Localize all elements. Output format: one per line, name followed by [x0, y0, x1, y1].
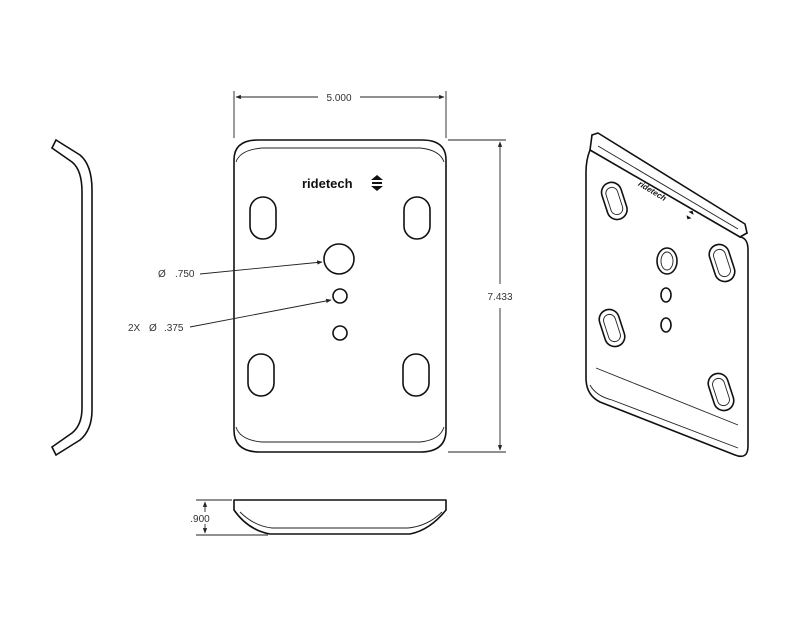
large-hole-diameter-label: .750 — [175, 269, 195, 280]
large-hole-callout: Ø .750 — [158, 260, 323, 280]
iso-slot-bottom-left — [598, 308, 626, 348]
small-hole-upper — [332, 288, 348, 304]
iso-slot-bottom-right — [707, 372, 735, 412]
slot-bottom-left — [247, 353, 275, 397]
small-holes-callout: 2X Ø .375 — [128, 298, 332, 334]
thickness-label: .900 — [190, 514, 210, 525]
large-hole-diameter-symbol: Ø — [158, 269, 166, 280]
brand-logo: ridetech — [302, 176, 353, 191]
iso-brand-logo: ridetech — [636, 180, 669, 203]
small-holes-diameter-symbol: Ø — [149, 323, 157, 334]
iso-logo-mark-icon — [686, 210, 694, 220]
thickness-dimension: .900 — [190, 499, 268, 536]
bottom-view: .900 — [190, 499, 447, 536]
small-holes-count-label: 2X — [128, 323, 141, 334]
small-hole-lower — [332, 325, 348, 341]
plate-outline — [233, 139, 447, 453]
height-label: 7.433 — [487, 292, 512, 303]
height-dimension: 7.433 — [448, 139, 513, 453]
small-holes-diameter-label: .375 — [164, 323, 184, 334]
iso-large-hole — [656, 247, 678, 275]
slot-bottom-right — [402, 353, 430, 397]
large-hole — [323, 243, 355, 275]
width-label: 5.000 — [326, 93, 351, 104]
iso-small-hole-lower — [660, 317, 672, 333]
iso-plate-outline — [585, 149, 749, 458]
iso-slot-top-left — [600, 181, 628, 221]
iso-slot-top-right — [708, 243, 736, 283]
iso-small-hole-upper — [660, 287, 672, 303]
slot-top-right — [403, 196, 431, 240]
side-view — [51, 139, 93, 456]
width-dimension: 5.000 — [233, 91, 447, 138]
logo-mark-icon — [371, 175, 383, 191]
isometric-view: ridetech — [585, 132, 749, 458]
slot-top-left — [249, 196, 277, 240]
front-view: ridetech 5.000 7.433 — [128, 91, 513, 453]
